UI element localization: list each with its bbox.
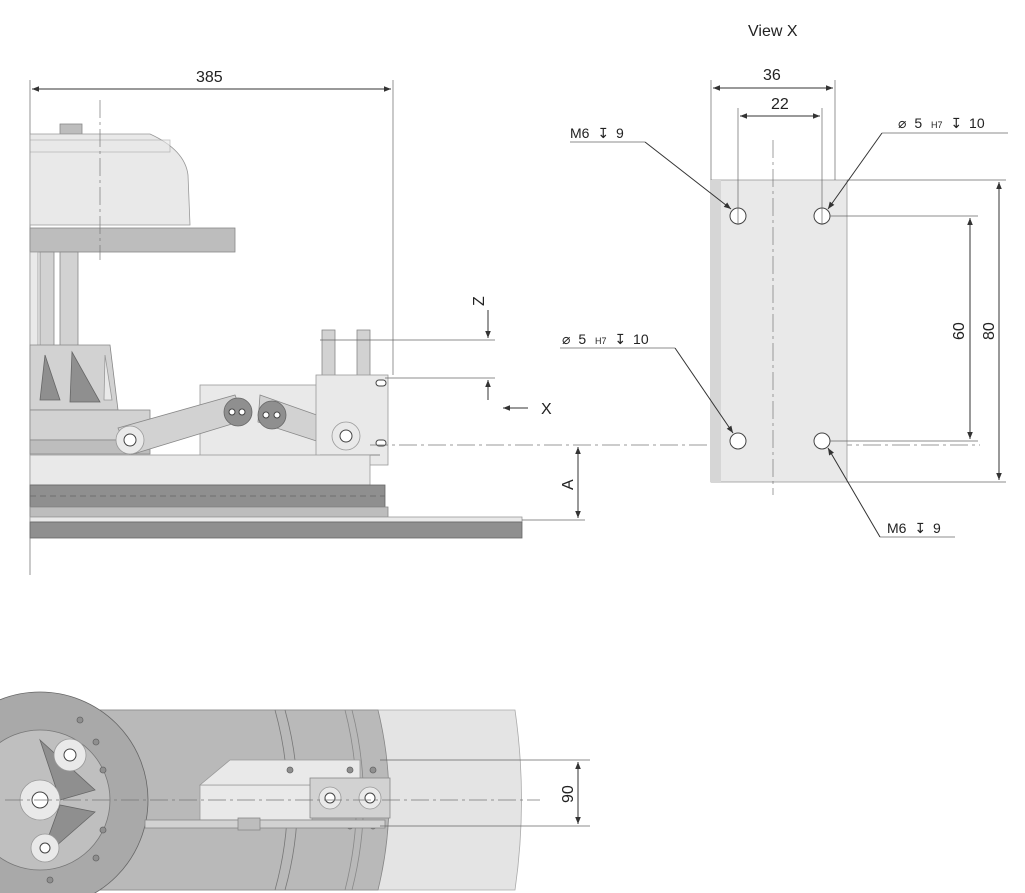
callout-top-left: M6 ↧ 9: [570, 125, 732, 210]
dim-height-outer: 80: [981, 322, 998, 340]
hole-bottom-left: [729, 432, 747, 450]
end-block: [315, 329, 389, 466]
svg-text:M6 ↧ 9: M6 ↧ 9: [887, 520, 941, 536]
gripper-head: [29, 100, 236, 455]
top-view: 90: [0, 691, 590, 893]
view-x-title: View X: [748, 23, 798, 40]
callout-mid-left: ⌀ 5 H7 ↧ 10: [560, 331, 734, 434]
view-x: 36 22 60 80 M6 ↧ 9: [560, 67, 1008, 538]
dim-top-width: 90: [560, 785, 577, 803]
mounting-plate: [710, 179, 848, 483]
callout-top-right: ⌀ 5 H7 ↧ 10: [827, 115, 1008, 210]
dim-z-label: Z: [471, 296, 488, 306]
dim-overall-length: 385: [196, 69, 223, 86]
dim-height-inner: 60: [951, 322, 968, 340]
callout-bottom-right: M6 ↧ 9: [827, 447, 955, 538]
svg-text:M6 ↧ 9: M6 ↧ 9: [570, 125, 624, 141]
dim-width-inner: 22: [771, 96, 789, 113]
arrow-x-label: X: [541, 401, 552, 418]
side-view: 385: [29, 69, 980, 575]
svg-text:⌀ 5 H7: ⌀ 5 H7 ↧ 10: [898, 115, 985, 131]
dim-width-outer: 36: [763, 67, 781, 84]
base-plates: [29, 454, 523, 539]
hole-bottom-right: [813, 432, 831, 450]
svg-text:⌀ 5 H7: ⌀ 5 H7 ↧ 10: [562, 331, 649, 347]
dim-a-label: A: [560, 479, 577, 490]
